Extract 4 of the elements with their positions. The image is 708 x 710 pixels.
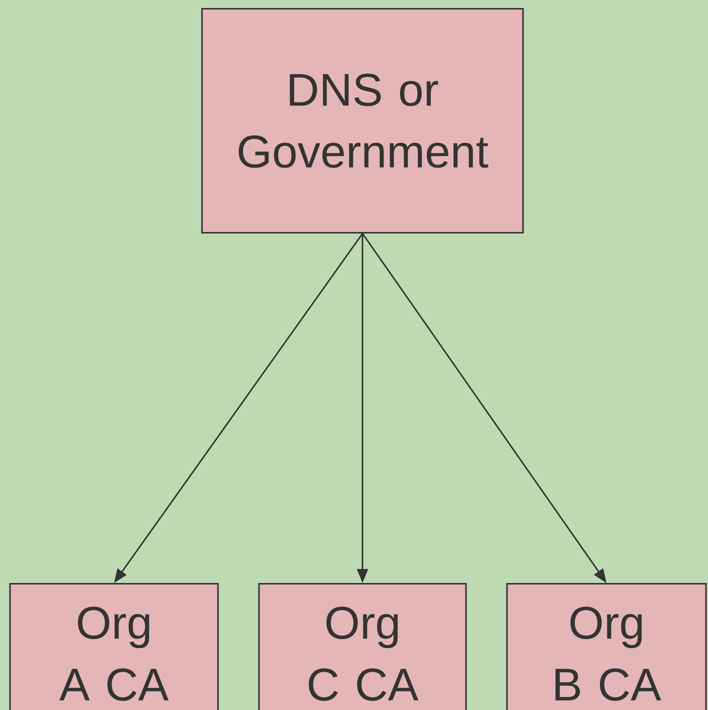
process-box: Org B CA <box>506 583 707 710</box>
process-box: Org C CA <box>258 583 467 710</box>
process-box: Org A CA <box>9 583 219 710</box>
process-box: DNS or Government <box>201 8 524 234</box>
